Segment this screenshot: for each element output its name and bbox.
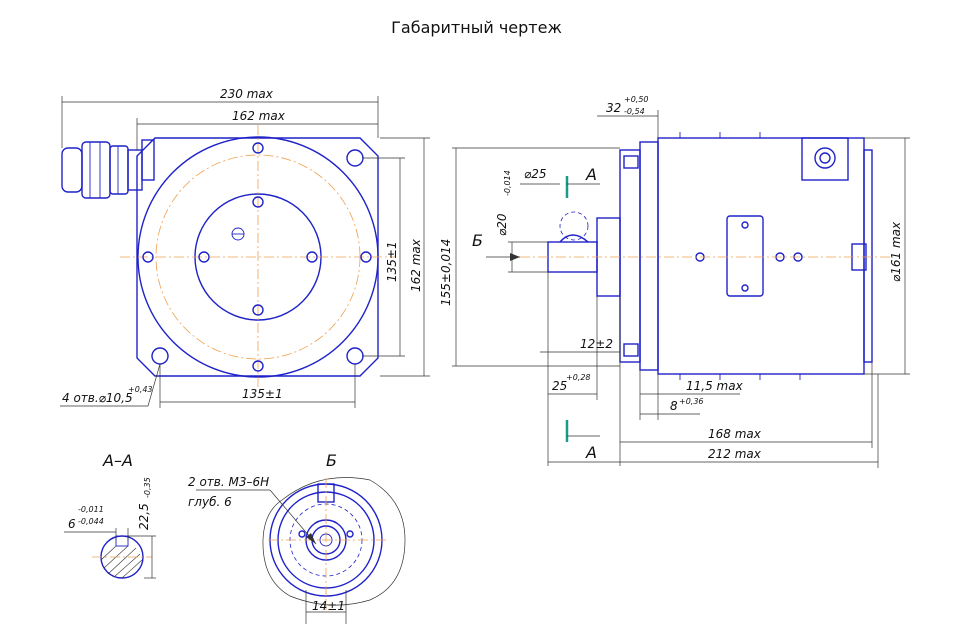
view-b-note-2: глуб. 6: [188, 495, 232, 509]
side-view: Б А А: [439, 95, 910, 468]
dim-168: 168 max: [708, 427, 762, 441]
dim-8: 8: [670, 399, 678, 413]
dim-flange: 32: [606, 101, 621, 115]
section-hatch: [100, 545, 143, 579]
label-section-bottom: А: [585, 443, 597, 462]
dim-key-tol-down: -0,044: [78, 517, 104, 526]
dim-depth-tol: -0,35: [143, 477, 152, 498]
label-section-top: А: [585, 165, 597, 184]
dim-key-tol-up: -0,011: [78, 505, 104, 514]
dim-height-holes: 135±1: [385, 241, 399, 282]
dim-pilot: 155±0,014: [439, 239, 453, 306]
dim-height-body: 162 max: [409, 238, 423, 292]
dim-12: 12±2: [580, 337, 613, 351]
dim-flange-tol-up: +0,50: [624, 95, 649, 104]
view-b-title: Б: [326, 451, 337, 470]
dim-width-body: 162 max: [232, 109, 286, 123]
dim-14: 14±1: [312, 599, 345, 613]
dim-25-tol: +0,28: [566, 373, 591, 382]
label-view-b: Б: [472, 231, 483, 250]
view-b-note-1: 2 отв. М3–6Н: [188, 475, 269, 489]
side-dimensions: [452, 110, 910, 468]
front-dimensions: [60, 96, 430, 408]
shaft: [547, 241, 598, 273]
dim-flange-tol-down: -0,54: [624, 107, 645, 116]
cable-gland: [61, 141, 143, 199]
dim-key-width: 6: [68, 517, 76, 531]
holes-note: 4 отв.⌀10,5: [62, 391, 133, 405]
front-view: 230 max 162 max 135±1 162 max 135±1 4 от…: [60, 87, 430, 408]
dim-8-tol: +0,36: [679, 397, 704, 406]
dim-depth: 22,5: [137, 503, 151, 530]
holes-note-tol: +0,43: [128, 385, 153, 394]
dim-bottom-holes: 135±1: [242, 387, 283, 401]
dim-width-total: 230 max: [220, 87, 274, 101]
dim-25: 25: [552, 379, 567, 393]
dim-body-dia: ⌀161 max: [889, 221, 903, 282]
view-b: Б 2 отв. М3–6Н глуб. 6 14±1: [188, 451, 406, 624]
side-ribs: [679, 132, 801, 380]
view-b-outer-contour: [262, 477, 406, 606]
dim-shaft-dia-tol: -0,014: [503, 170, 512, 196]
motor-body: [657, 137, 865, 375]
dim-shaft-dia: ⌀20: [495, 213, 509, 236]
page-title: Габаритный чертеж: [391, 18, 562, 37]
section-aa-title: А–А: [102, 451, 133, 470]
section-aa: А–А 6 -0,011 -0,044 22,5 -0,35: [64, 451, 156, 579]
front-threaded-holes: [142, 142, 372, 372]
terminal-box: [801, 137, 849, 181]
front-body-outline: [136, 137, 379, 377]
dim-212: 212 max: [708, 447, 762, 461]
dim-115: 11,5 max: [686, 379, 744, 393]
dim-dia25: ⌀25: [524, 167, 547, 181]
nameplate: [726, 215, 764, 297]
